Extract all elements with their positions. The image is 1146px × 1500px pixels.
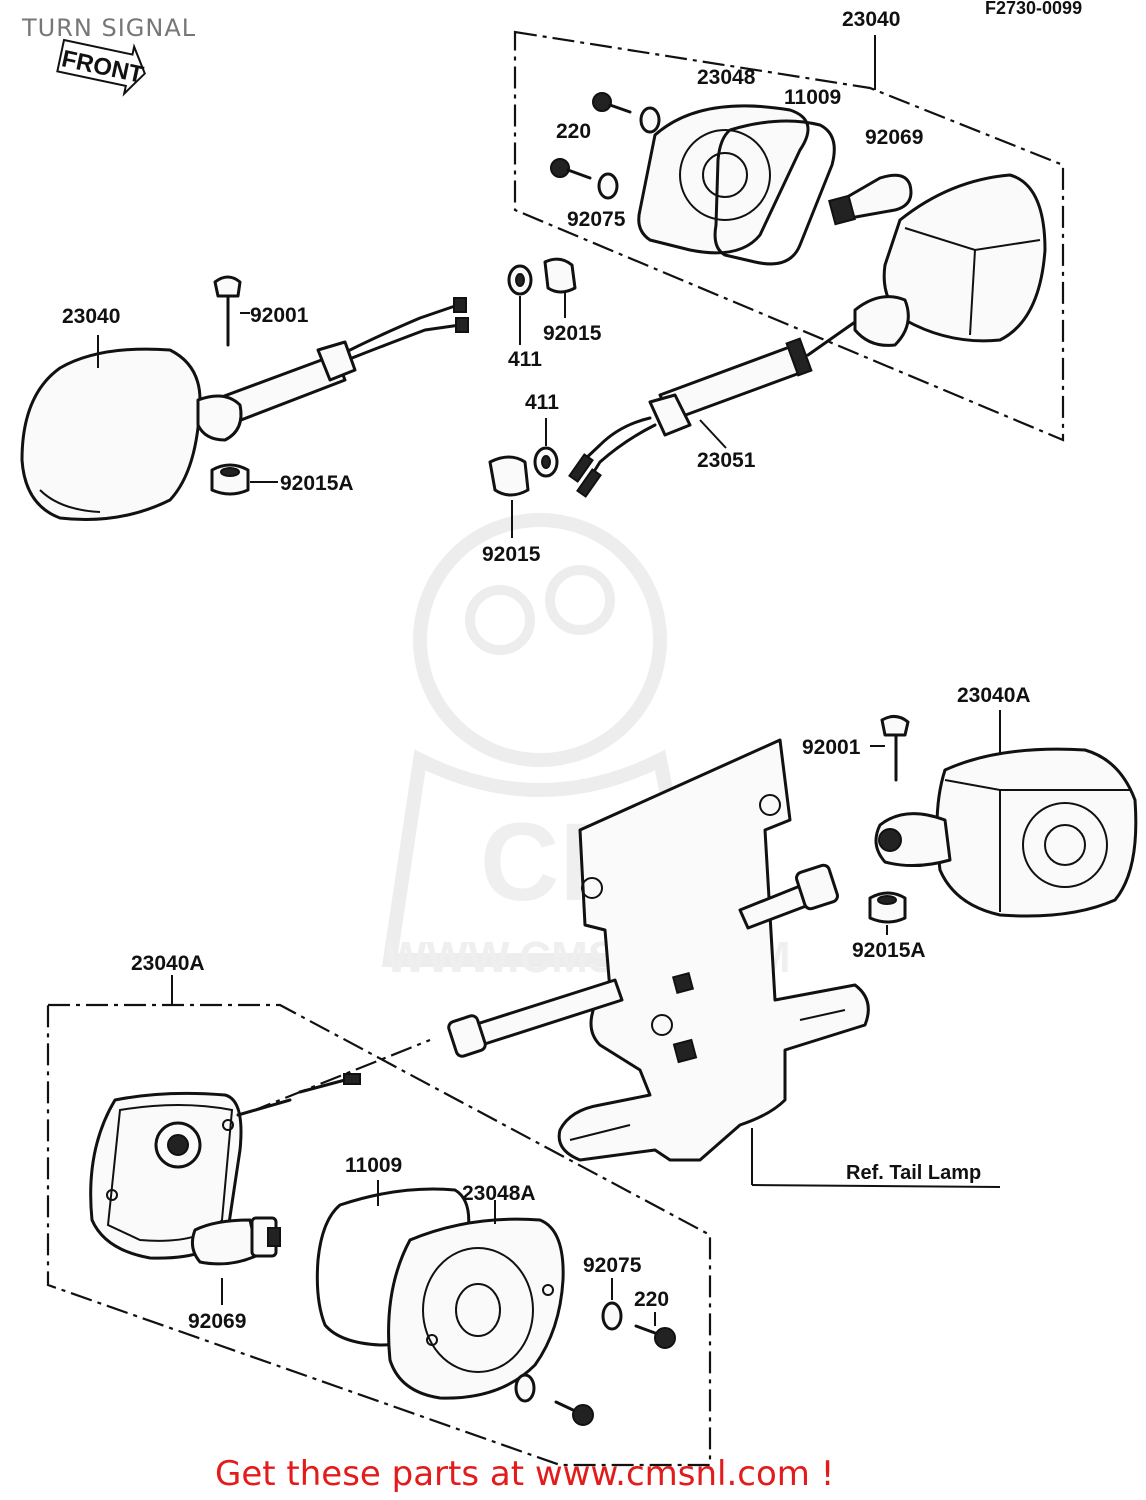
label-23040-left: 23040 (62, 305, 120, 328)
nut-92015-lower (488, 455, 530, 497)
bottom-assembly-outline (46, 1003, 712, 1467)
screw-220-bottom (554, 1324, 676, 1426)
label-92075-top: 92075 (567, 208, 626, 231)
promo-link[interactable]: Get these parts at www.cmsnl.com ! (215, 1454, 835, 1494)
bulb-92069-top (828, 173, 913, 226)
bulb-92069-bottom (190, 1216, 281, 1266)
label-23040-top: 23040 (842, 8, 900, 31)
label-23048: 23048 (697, 66, 756, 89)
page-title: TURN SIGNAL (22, 14, 197, 42)
label-92015A-left: 92015A (280, 472, 354, 495)
label-411-lower: 411 (525, 391, 559, 414)
nut-92015A-right (868, 891, 907, 924)
lens-23048 (637, 104, 810, 255)
label-92015-mid: 92015 (543, 322, 602, 345)
label-92015A-right: 92015A (852, 939, 926, 962)
nut-92015-upper (543, 257, 577, 294)
bottom-centerline (249, 1038, 431, 1114)
signal-housing-right (874, 747, 1138, 918)
gasket-11009-top (713, 119, 836, 266)
washer-411-lower (533, 446, 559, 478)
label-11009-bottom: 11009 (345, 1154, 402, 1177)
label-92069-top: 92069 (865, 126, 923, 149)
top-assembly-outline (513, 30, 1065, 442)
bolt-92001-right (880, 715, 910, 782)
label-23051: 23051 (697, 449, 756, 472)
label-220-bottom: 220 (634, 1288, 669, 1311)
label-411-upper: 411 (508, 348, 542, 371)
label-92001-right: 92001 (802, 736, 861, 759)
washer-411-upper (507, 264, 533, 296)
diagram-code: F2730-0099 (985, 0, 1083, 18)
label-23040A-bottom: 23040A (131, 952, 205, 975)
washer-92075-top (597, 106, 661, 200)
signal-housing-top-right (853, 173, 1047, 347)
label-92069-bottom: 92069 (188, 1310, 246, 1333)
label-11009-top: 11009 (784, 86, 841, 109)
label-92015-lower: 92015 (482, 543, 541, 566)
label-23048A: 23048A (462, 1182, 536, 1205)
label-92075-bottom: 92075 (583, 1254, 642, 1277)
screw-220-top (550, 92, 632, 180)
label-ref-tail-lamp: Ref. Tail Lamp (846, 1162, 981, 1184)
license-bracket (447, 738, 1001, 1188)
washer-92075-bottom (514, 1301, 623, 1403)
lens-23048A (387, 1217, 565, 1400)
stem-23051 (568, 320, 857, 498)
label-92001-left: 92001 (250, 304, 309, 327)
label-23040A-right: 23040A (957, 684, 1031, 707)
label-220-top: 220 (556, 120, 591, 143)
signal-housing-left (20, 297, 469, 521)
leader-23051 (699, 419, 727, 449)
bolt-92001-left (213, 275, 242, 347)
signal-housing-bottom (89, 1073, 361, 1260)
nut-92015A-left (210, 463, 250, 496)
